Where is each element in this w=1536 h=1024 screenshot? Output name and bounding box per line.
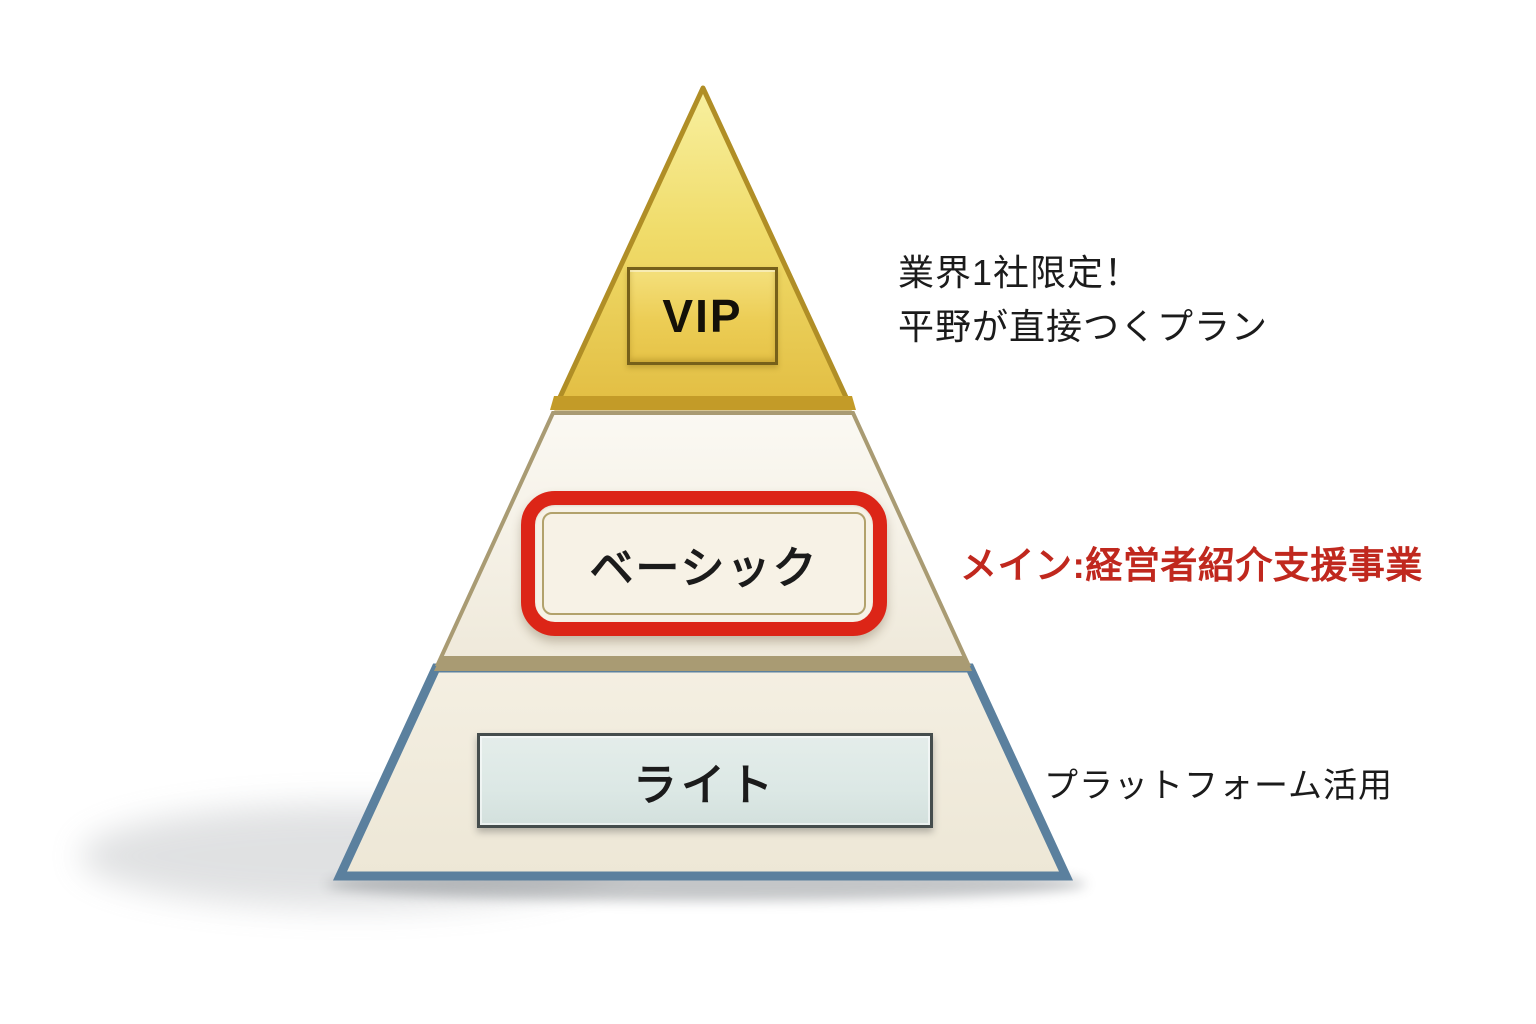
tier-label-basic: ベーシック [589,543,819,593]
tier-label-box-basic-highlight: ベーシック [521,491,887,636]
tier-divider-band [434,656,972,671]
tier-label-box-light: ライト [477,733,933,828]
annotation-basic: メイン:経営者紹介支援事業 [960,545,1423,586]
annotation-vip-line2: 平野が直接つくプラン [898,306,1269,347]
annotation-vip-line1: 業界1社限定！ [898,252,1142,293]
vip-tier-bottom-band [550,396,856,410]
tier-label-light: ライト [633,760,777,810]
annotation-vip: 業界1社限定！ 平野が直接つくプラン [898,246,1268,354]
tier-label-box-basic: ベーシック [542,512,866,615]
tier-label-box-vip: VIP [627,267,778,365]
annotation-light: プラットフォーム活用 [1044,767,1393,805]
tier-label-vip: VIP [662,290,743,342]
